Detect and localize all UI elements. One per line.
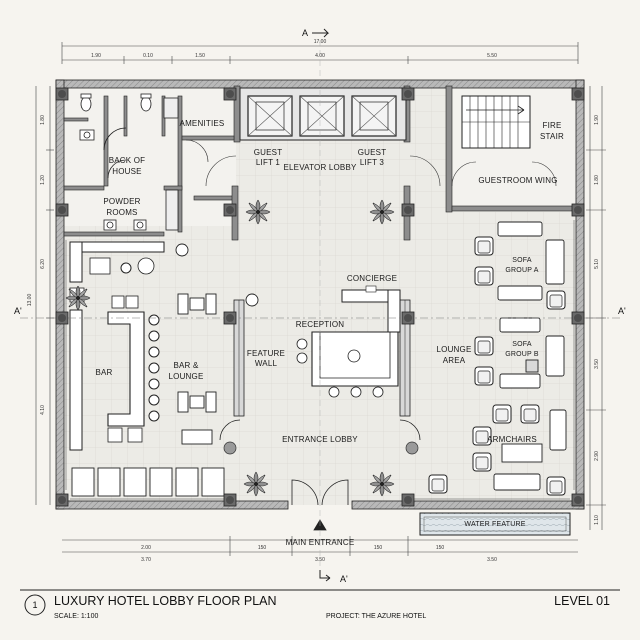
label-guest-lift-1a: GUEST <box>254 148 283 157</box>
stair-icon <box>461 95 531 149</box>
svg-text:1.20: 1.20 <box>40 175 46 185</box>
label-bar-lounge-1: BAR & <box>173 361 198 370</box>
label-bar-lounge-2: LOUNGE <box>169 372 204 381</box>
svg-text:1.50: 1.50 <box>195 53 205 59</box>
label-fire-stair-2: STAIR <box>540 132 564 141</box>
elevator-car-icon <box>351 95 397 137</box>
label-guest-lift-1b: LIFT 1 <box>256 158 281 167</box>
svg-text:1.90: 1.90 <box>91 53 101 59</box>
label-amenities: AMENITIES <box>180 119 225 128</box>
title-block: 1 LUXURY HOTEL LOBBY FLOOR PLAN SCALE: 1… <box>20 589 620 620</box>
label-water-feature: WATER FEATURE <box>464 521 525 528</box>
svg-text:3.50: 3.50 <box>487 557 497 563</box>
label-main-entrance: MAIN ENTRANCE <box>286 538 355 547</box>
svg-text:0.10: 0.10 <box>143 53 153 59</box>
drawing-title: LUXURY HOTEL LOBBY FLOOR PLAN <box>54 594 277 608</box>
bar-counter <box>69 241 165 451</box>
svg-text:6.20: 6.20 <box>40 259 46 269</box>
dimension-labels: 17.00 1.90 0.10 1.50 4.00 5.50 2.00 150 … <box>27 39 600 563</box>
svg-text:5.10: 5.10 <box>594 259 600 269</box>
label-guestroom-wing: GUESTROOM WING <box>478 176 557 185</box>
label-entrance-lobby: ENTRANCE LOBBY <box>282 435 358 444</box>
toilet-icon <box>80 93 92 112</box>
label-guest-lift-3b: LIFT 3 <box>360 158 385 167</box>
svg-text:150: 150 <box>258 545 267 551</box>
section-mark-right: A' <box>618 306 626 316</box>
label-back-of-house-1: BACK OF <box>109 156 146 165</box>
svg-text:13.00: 13.00 <box>27 294 33 307</box>
sink-icon <box>103 219 117 231</box>
elevator-bank <box>239 87 407 141</box>
label-back-of-house-2: HOUSE <box>112 167 141 176</box>
svg-text:3.70: 3.70 <box>141 557 151 563</box>
restroom-fixtures <box>79 93 179 231</box>
svg-text:3.50: 3.50 <box>594 359 600 369</box>
label-bar: BAR <box>95 368 112 377</box>
svg-text:150: 150 <box>436 545 445 551</box>
svg-text:1.10: 1.10 <box>594 515 600 525</box>
label-lounge-area-2: AREA <box>443 356 466 365</box>
toilet-icon <box>140 93 152 112</box>
label-sofa-group-a-2: GROUP A <box>505 267 538 274</box>
section-mark-top: A <box>302 28 308 38</box>
label-powder-rooms-2: ROOMS <box>106 208 137 217</box>
sink-icon <box>79 129 95 141</box>
label-sofa-group-b-2: GROUP B <box>505 351 539 358</box>
label-feature-wall-2: WALL <box>255 359 278 368</box>
concierge-desk <box>341 285 401 333</box>
sink-icon <box>133 219 147 231</box>
booth-seating <box>71 467 225 497</box>
svg-text:1.80: 1.80 <box>594 175 600 185</box>
svg-text:1.90: 1.90 <box>594 115 600 125</box>
section-markers: A A' A' A' <box>14 28 626 584</box>
label-lounge-area-1: LOUNGE <box>437 345 472 354</box>
label-sofa-group-a-1: SOFA <box>512 257 532 264</box>
water-feature <box>419 512 571 536</box>
section-mark-bottom: A' <box>340 574 348 584</box>
drawing-number: 1 <box>32 600 37 610</box>
bar-lounge-furniture <box>175 243 259 445</box>
svg-text:2.00: 2.00 <box>141 545 151 551</box>
svg-text:3.50: 3.50 <box>315 557 325 563</box>
svg-text:2.90: 2.90 <box>594 451 600 461</box>
svg-text:1.80: 1.80 <box>40 115 46 125</box>
label-concierge: CONCIERGE <box>347 274 397 283</box>
elevator-car-icon <box>299 95 345 137</box>
svg-text:4.00: 4.00 <box>315 53 325 59</box>
label-powder-rooms-1: POWDER <box>103 197 140 206</box>
reception-desk <box>296 331 399 398</box>
drawing-scale: SCALE: 1:100 <box>54 613 98 620</box>
label-elevator-lobby: ELEVATOR LOBBY <box>283 163 357 172</box>
room-labels: AMENITIES BACK OF HOUSE POWDER ROOMS GUE… <box>95 119 564 547</box>
drawing-number-circle <box>24 594 46 616</box>
label-fire-stair-1: FIRE <box>542 121 561 130</box>
section-mark-left: A' <box>14 306 22 316</box>
elevator-car-icon <box>247 95 293 137</box>
small-plants <box>223 441 419 455</box>
lounge-seating <box>493 221 567 491</box>
label-sofa-group-b-1: SOFA <box>512 341 532 348</box>
label-feature-wall-1: FEATURE <box>247 349 285 358</box>
svg-text:4.10: 4.10 <box>40 405 46 415</box>
label-armchairs: ARMCHAIRS <box>487 435 537 444</box>
svg-text:5.50: 5.50 <box>487 53 497 59</box>
project-name: PROJECT: THE AZURE HOTEL <box>326 613 426 620</box>
label-reception: RECEPTION <box>296 320 344 329</box>
label-guest-lift-3a: GUEST <box>358 148 387 157</box>
level-label: LEVEL 01 <box>554 594 610 608</box>
svg-text:17.00: 17.00 <box>314 39 327 45</box>
svg-text:150: 150 <box>374 545 383 551</box>
window-lines <box>65 220 575 500</box>
